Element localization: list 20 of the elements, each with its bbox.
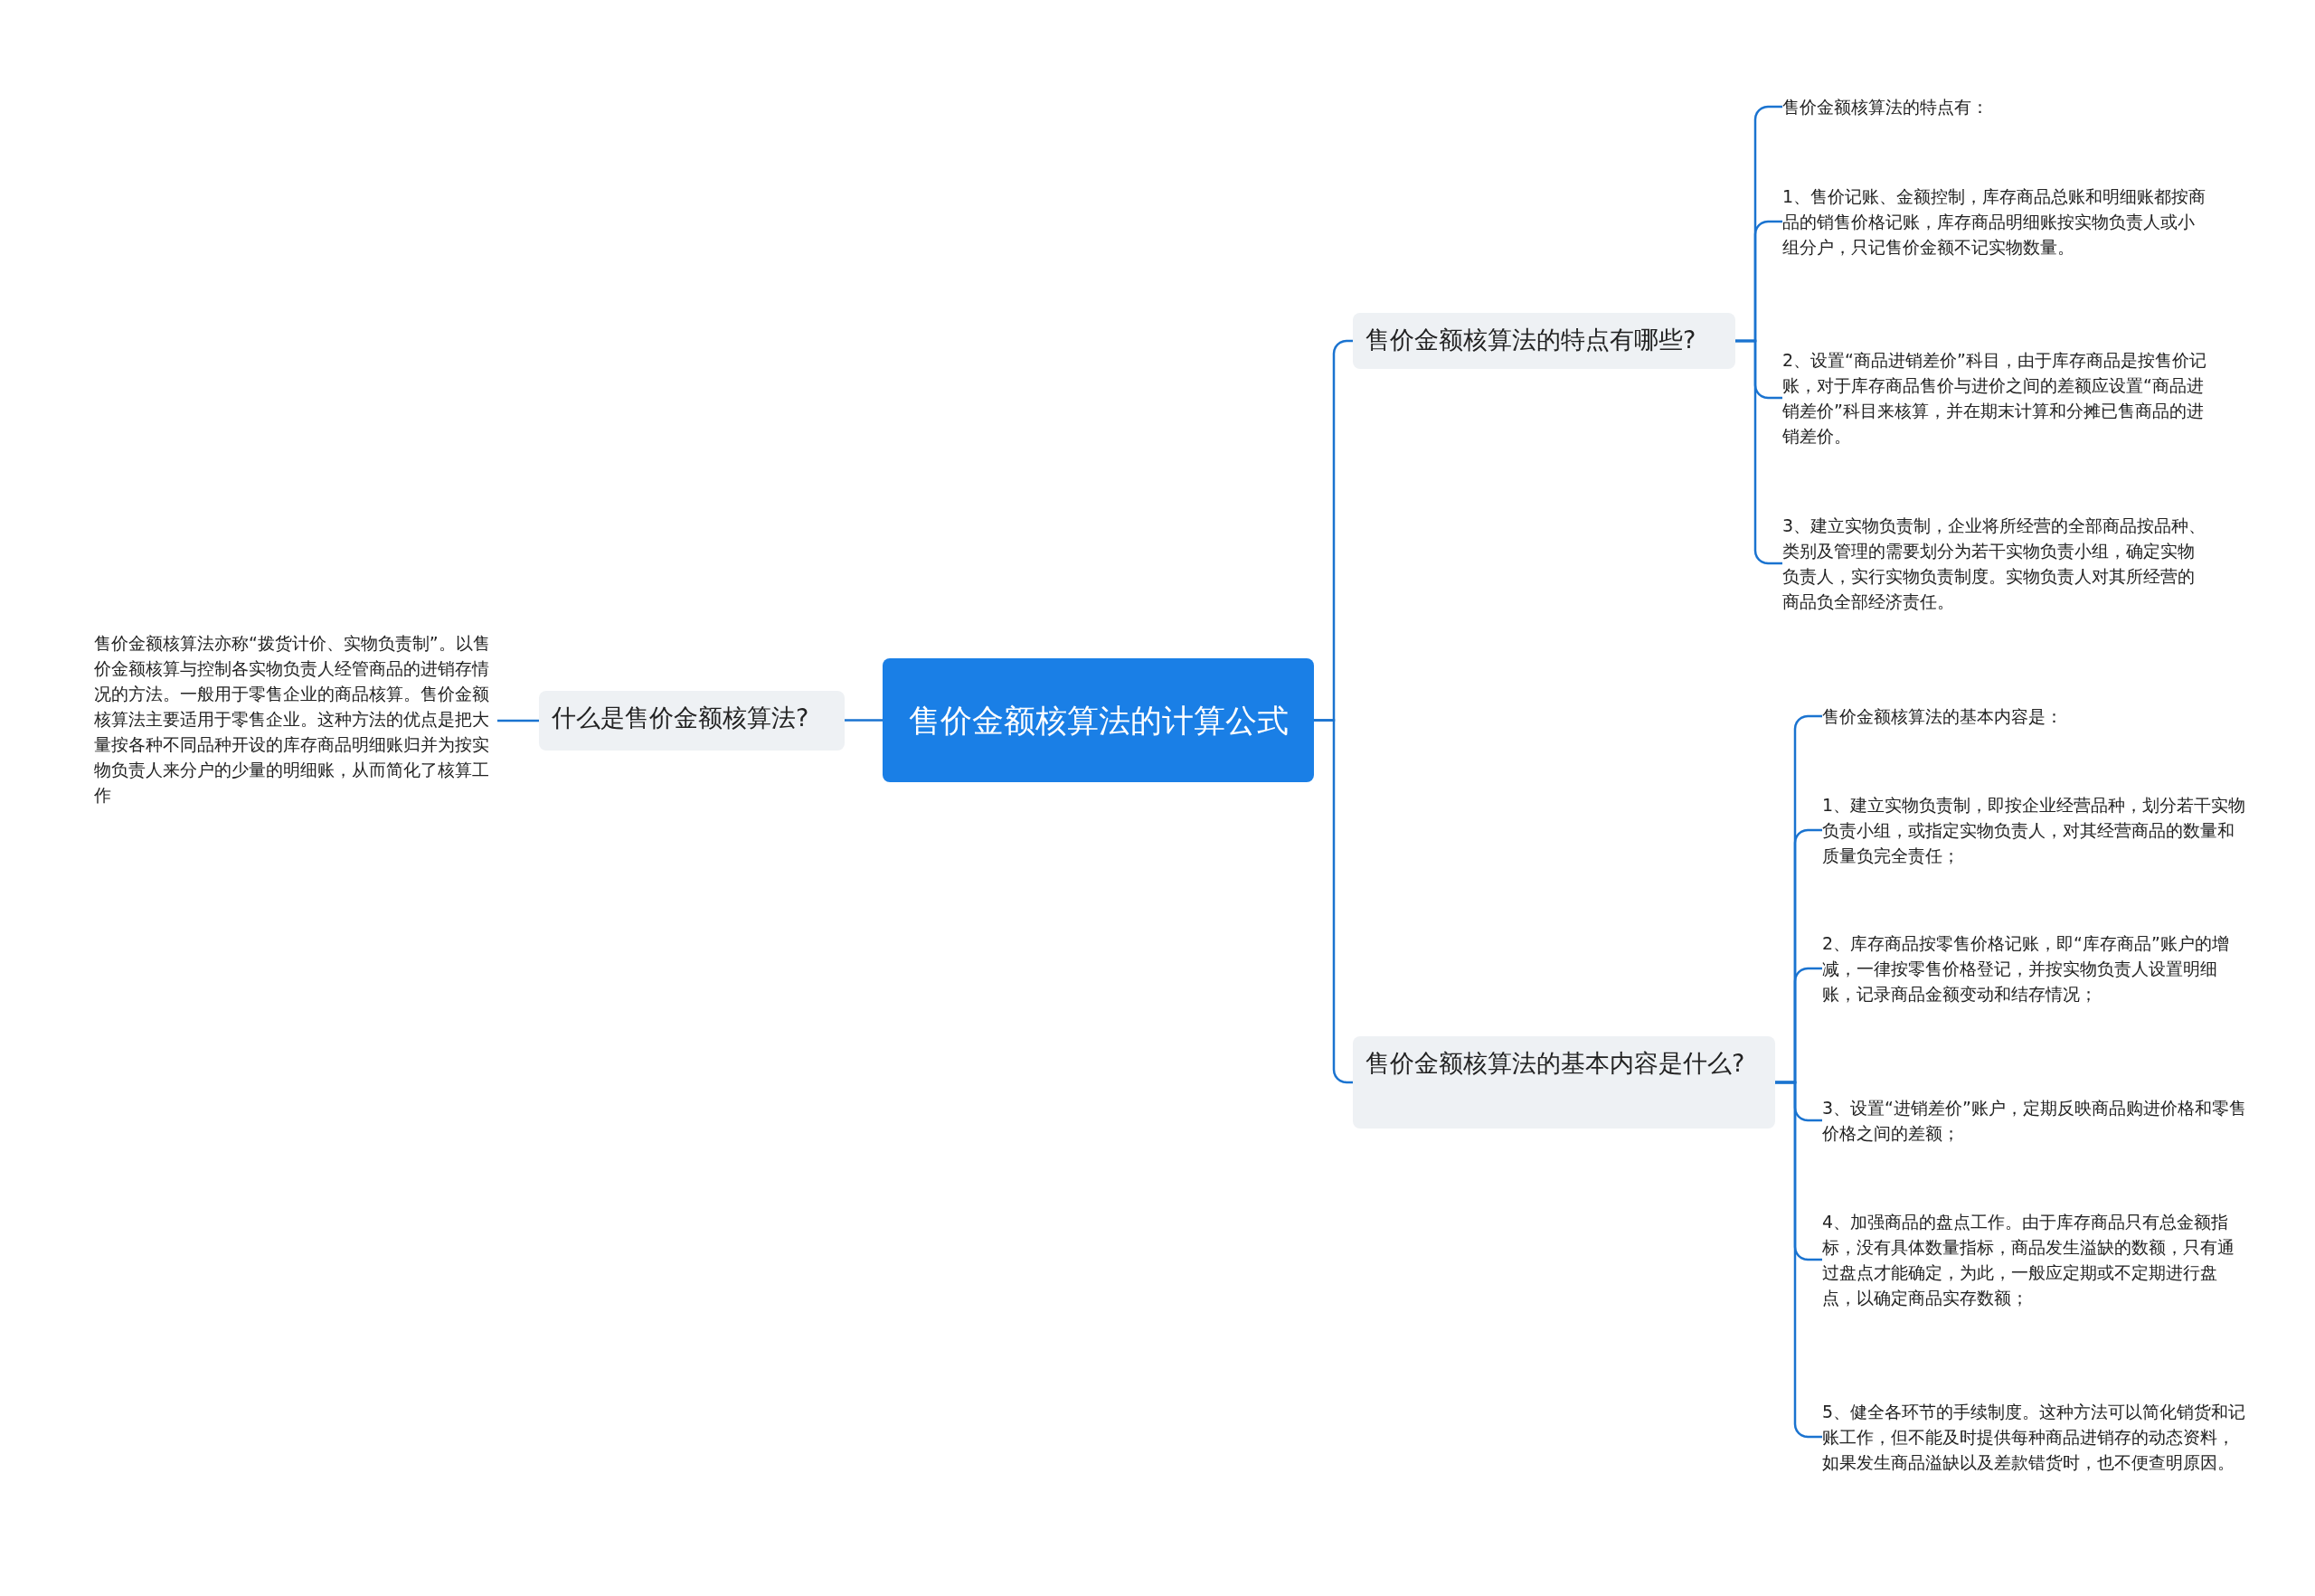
- connector-line: [1314, 719, 1353, 1084]
- central-topic: 售价金额核算法的计算公式: [883, 658, 1314, 782]
- connector-line: [497, 719, 539, 722]
- topic-box: 售价金额核算法的特点有哪些?: [1353, 313, 1735, 369]
- topic-text: 1、售价记账、金额控制，库存商品总账和明细账都按商品的销售价格记账，库存商品明细账按实物负责人或小组分户，只记售价金额不记实物数量。: [1782, 184, 2207, 260]
- topic-text: 3、设置“进销差价”账户，定期反映商品购进价格和零售价格之间的差额；: [1822, 1095, 2247, 1146]
- topic-text: 2、设置“商品进销差价”科目，由于库存商品是按售价记账，对于库存商品售价与进价之间的差额应设置“商品进销差价”科目来核算，并在期末计算和分摊已售商品的进销差价。: [1782, 347, 2207, 449]
- topic-text: 售价金额核算法的基本内容是：: [1822, 704, 2247, 729]
- topic-text: 售价金额核算法的特点有：: [1782, 94, 2207, 119]
- topic-text: 2、库存商品按零售价格记账，即“库存商品”账户的增减，一律按零售价格登记，并按实物负责人设置明细账，记录商品金额变动和结存情况；: [1822, 930, 2247, 1006]
- topic-text: 1、建立实物负责制，即按企业经营品种，划分若干实物负责小组，或指定实物负责人，对其经营商品的数量和质量负完全责任；: [1822, 792, 2247, 868]
- topic-text: 5、健全各环节的手续制度。这种方法可以简化销货和记账工作，但不能及时提供每种商品进销存的动态资料，如果发生商品溢缺以及差款错货时，也不便查明原因。: [1822, 1399, 2247, 1475]
- topic-text: 4、加强商品的盘点工作。由于库存商品只有总金额指标，没有具体数量指标，商品发生溢缺的数额，只有通过盘点才能确定，为此，一般应定期或不定期进行盘点，以确定商品实存数额；: [1822, 1209, 2247, 1310]
- topic-text: 售价金额核算法亦称“拨货计价、实物负责制”。以售价金额核算与控制各实物负责人经管商品的进销存情况的方法。一般用于零售企业的商品核算。售价金额核算法主要适用于零售企业。这种方法的优点是把大量按各种不同品种开设的库存商品明细账归并为按实物负责人来分户的少量的明细账，从而简化了核算工作: [94, 630, 497, 807]
- topic-text: 3、建立实物负责制，企业将所经营的全部商品按品种、类别及管理的需要划分为若干实物负责小组，确定实物负责人，实行实物负责制度。实物负责人对其所经营的商品负全部经济责任。: [1782, 513, 2207, 614]
- connector-line: [1735, 339, 1782, 565]
- topic-box: 什么是售价金额核算法?: [539, 691, 845, 751]
- connector-line: [845, 719, 883, 722]
- connector-line: [1775, 1081, 1822, 1439]
- topic-box: 售价金额核算法的基本内容是什么?: [1353, 1036, 1775, 1129]
